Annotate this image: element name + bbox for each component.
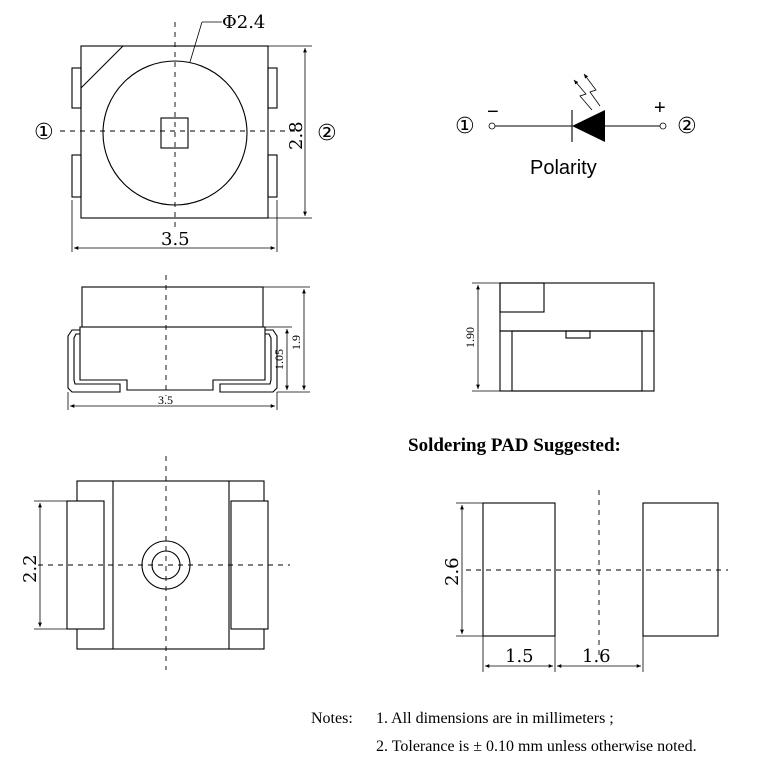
pad-gap-label: 1.6 [582, 646, 611, 667]
pad-heading: Soldering PAD Suggested: [408, 435, 621, 456]
notes-line-2: 2. Tolerance is ± 0.10 mm unless otherwi… [376, 738, 697, 755]
side-body-height-label: 1.05 [272, 349, 286, 370]
bottom-view-pad [66, 500, 105, 630]
end-view-notch [499, 282, 545, 313]
top-view-body [80, 45, 269, 219]
end-height-label: 1.90 [463, 327, 477, 348]
diameter-label: Φ2.4 [222, 12, 265, 33]
bottom-height-label: 2.2 [20, 554, 41, 583]
polarity-symbol: ① ② − + Polarity [455, 73, 697, 179]
pin2-label: ② [317, 121, 337, 146]
pin1-label: ① [34, 120, 54, 145]
side-view: 1.9 1.05 3.5 [67, 275, 310, 410]
top-view-lead [71, 154, 82, 198]
light-arrow-icon [573, 79, 593, 111]
top-height-label: 2.8 [286, 121, 307, 150]
soldering-pad: Soldering PAD Suggested: 2.6 1.5 1.6 [408, 435, 728, 672]
plus-sign: + [654, 97, 666, 119]
top-view-lead [267, 154, 278, 198]
side-view-body [79, 326, 266, 391]
top-view-chamfer [80, 45, 124, 89]
pad-height-label: 2.6 [442, 557, 463, 586]
minus-sign: − [487, 101, 499, 123]
notes: Notes: 1. All dimensions are in millimet… [311, 710, 697, 755]
notes-line-1: 1. All dimensions are in millimeters ; [376, 710, 614, 727]
end-view-top [499, 282, 655, 332]
light-arrow-icon [583, 73, 601, 107]
top-view-chip [160, 117, 189, 149]
notes-title: Notes: [311, 710, 353, 727]
polarity-label: Polarity [530, 157, 597, 179]
side-total-height-label: 1.9 [289, 335, 303, 350]
end-view-body [499, 330, 655, 392]
diode-triangle-icon [572, 110, 605, 142]
bottom-view: 2.2 [20, 456, 290, 670]
polarity-pin2-label: ② [677, 114, 697, 139]
top-view-lead [267, 67, 278, 109]
side-view-lead [265, 329, 278, 393]
top-width-label: 3.5 [161, 229, 190, 250]
side-view-lens [81, 286, 264, 328]
side-view-lead [67, 329, 80, 393]
polarity-pin1-label: ① [455, 114, 475, 139]
side-width-label: 3.5 [158, 393, 173, 407]
pad-right [642, 502, 719, 637]
top-view: Φ2.4 2.8 3.5 ① ② [34, 12, 337, 252]
pad-left [482, 502, 556, 637]
top-view-lead [71, 67, 82, 109]
end-view: 1.90 [463, 282, 655, 392]
pad-width-label: 1.5 [505, 646, 534, 667]
